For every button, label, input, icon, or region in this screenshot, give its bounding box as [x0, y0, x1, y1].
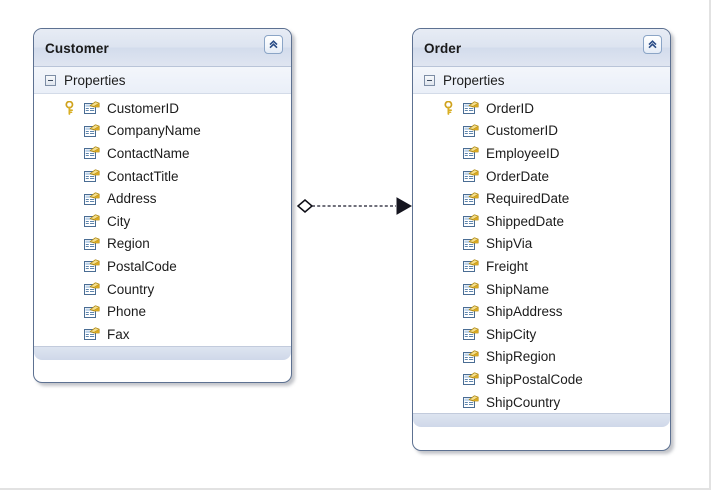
property-icon — [463, 305, 479, 319]
property-name: ShipAddress — [486, 304, 563, 320]
property-icon — [463, 192, 479, 206]
property-row[interactable]: ContactName — [34, 142, 291, 165]
property-row[interactable]: ShipCity — [413, 323, 670, 346]
property-icon — [463, 214, 479, 228]
property-icon — [84, 259, 100, 273]
property-row[interactable]: Region — [34, 233, 291, 256]
chevron-double-up-icon[interactable] — [264, 35, 283, 54]
property-name: Address — [107, 191, 157, 207]
property-row[interactable]: Country — [34, 278, 291, 301]
property-name: Country — [107, 281, 155, 297]
property-row[interactable]: ShipCountry — [413, 391, 670, 414]
property-name: Phone — [107, 304, 147, 320]
property-icon — [84, 146, 100, 160]
property-name: RequiredDate — [486, 191, 570, 207]
property-row[interactable]: Address — [34, 187, 291, 210]
property-icon — [463, 395, 479, 409]
entity-footer-order — [413, 413, 670, 428]
property-row[interactable]: Fax — [34, 323, 291, 346]
property-row[interactable]: OrderDate — [413, 165, 670, 188]
section-header-properties-customer[interactable]: Properties — [34, 67, 291, 94]
property-name: ContactName — [107, 145, 190, 161]
chevron-double-up-icon[interactable] — [643, 35, 662, 54]
property-row[interactable]: CustomerID — [34, 97, 291, 120]
property-icon — [84, 192, 100, 206]
entity-box-customer[interactable]: Customer Properties CustomerID CompanyNam… — [33, 28, 292, 383]
property-name: CompanyName — [107, 123, 201, 139]
property-name: ShipCountry — [486, 394, 561, 410]
property-icon — [463, 101, 479, 115]
property-row[interactable]: ContactTitle — [34, 165, 291, 188]
entity-box-order[interactable]: Order Properties OrderID CustomerID Employ… — [412, 28, 671, 451]
property-name: ShipVia — [486, 236, 533, 252]
property-name: Fax — [107, 326, 130, 342]
property-row[interactable]: OrderID — [413, 97, 670, 120]
property-name: OrderDate — [486, 168, 550, 184]
property-name: EmployeeID — [486, 145, 560, 161]
property-icon — [463, 282, 479, 296]
entity-header-order[interactable]: Order — [413, 29, 670, 67]
property-name: ShipCity — [486, 326, 537, 342]
property-icon — [84, 169, 100, 183]
property-row[interactable]: City — [34, 210, 291, 233]
property-name: ShipPostalCode — [486, 371, 583, 387]
property-icon — [84, 124, 100, 138]
property-name: ShippedDate — [486, 213, 565, 229]
property-row[interactable]: ShipName — [413, 278, 670, 301]
property-icon — [463, 372, 479, 386]
entity-title-order: Order — [424, 41, 462, 56]
property-icon — [84, 327, 100, 341]
association-target-arrow-icon — [396, 197, 413, 215]
property-name: ContactTitle — [107, 168, 179, 184]
property-row[interactable]: RequiredDate — [413, 187, 670, 210]
property-row[interactable]: EmployeeID — [413, 142, 670, 165]
property-icon — [463, 124, 479, 138]
property-name: ShipRegion — [486, 349, 556, 365]
association-source-diamond-icon — [296, 199, 314, 213]
property-row[interactable]: ShipRegion — [413, 346, 670, 369]
property-name: OrderID — [486, 100, 535, 116]
property-row[interactable]: PostalCode — [34, 255, 291, 278]
association-connector[interactable] — [292, 192, 416, 220]
entity-title-customer: Customer — [45, 41, 109, 56]
property-icon — [84, 305, 100, 319]
property-icon — [84, 282, 100, 296]
property-row[interactable]: ShipVia — [413, 233, 670, 256]
section-label-properties-order: Properties — [443, 72, 505, 88]
property-name: ShipName — [486, 281, 550, 297]
section-header-properties-order[interactable]: Properties — [413, 67, 670, 94]
property-row[interactable]: Phone — [34, 300, 291, 323]
property-icon — [463, 259, 479, 273]
property-name: Freight — [486, 258, 529, 274]
property-icon — [463, 237, 479, 251]
property-icon — [84, 237, 100, 251]
property-icon — [463, 350, 479, 364]
property-icon — [84, 214, 100, 228]
primary-key-icon — [444, 100, 457, 115]
entity-footer-customer — [34, 345, 291, 360]
entity-header-customer[interactable]: Customer — [34, 29, 291, 67]
property-icon — [84, 101, 100, 115]
property-row[interactable]: CompanyName — [34, 120, 291, 143]
property-row[interactable]: ShipAddress — [413, 300, 670, 323]
property-icon — [463, 327, 479, 341]
property-name: Region — [107, 236, 150, 252]
property-name: PostalCode — [107, 258, 177, 274]
property-row[interactable]: ShippedDate — [413, 210, 670, 233]
property-icon — [463, 146, 479, 160]
property-row[interactable]: CustomerID — [413, 120, 670, 143]
property-name: CustomerID — [486, 123, 559, 139]
property-row[interactable]: Freight — [413, 255, 670, 278]
minus-box-icon[interactable] — [45, 74, 56, 86]
primary-key-icon — [65, 100, 78, 115]
minus-box-icon[interactable] — [424, 74, 435, 86]
property-row[interactable]: ShipPostalCode — [413, 368, 670, 391]
property-name: City — [107, 213, 131, 229]
property-icon — [463, 169, 479, 183]
section-label-properties-customer: Properties — [64, 72, 126, 88]
property-name: CustomerID — [107, 100, 180, 116]
